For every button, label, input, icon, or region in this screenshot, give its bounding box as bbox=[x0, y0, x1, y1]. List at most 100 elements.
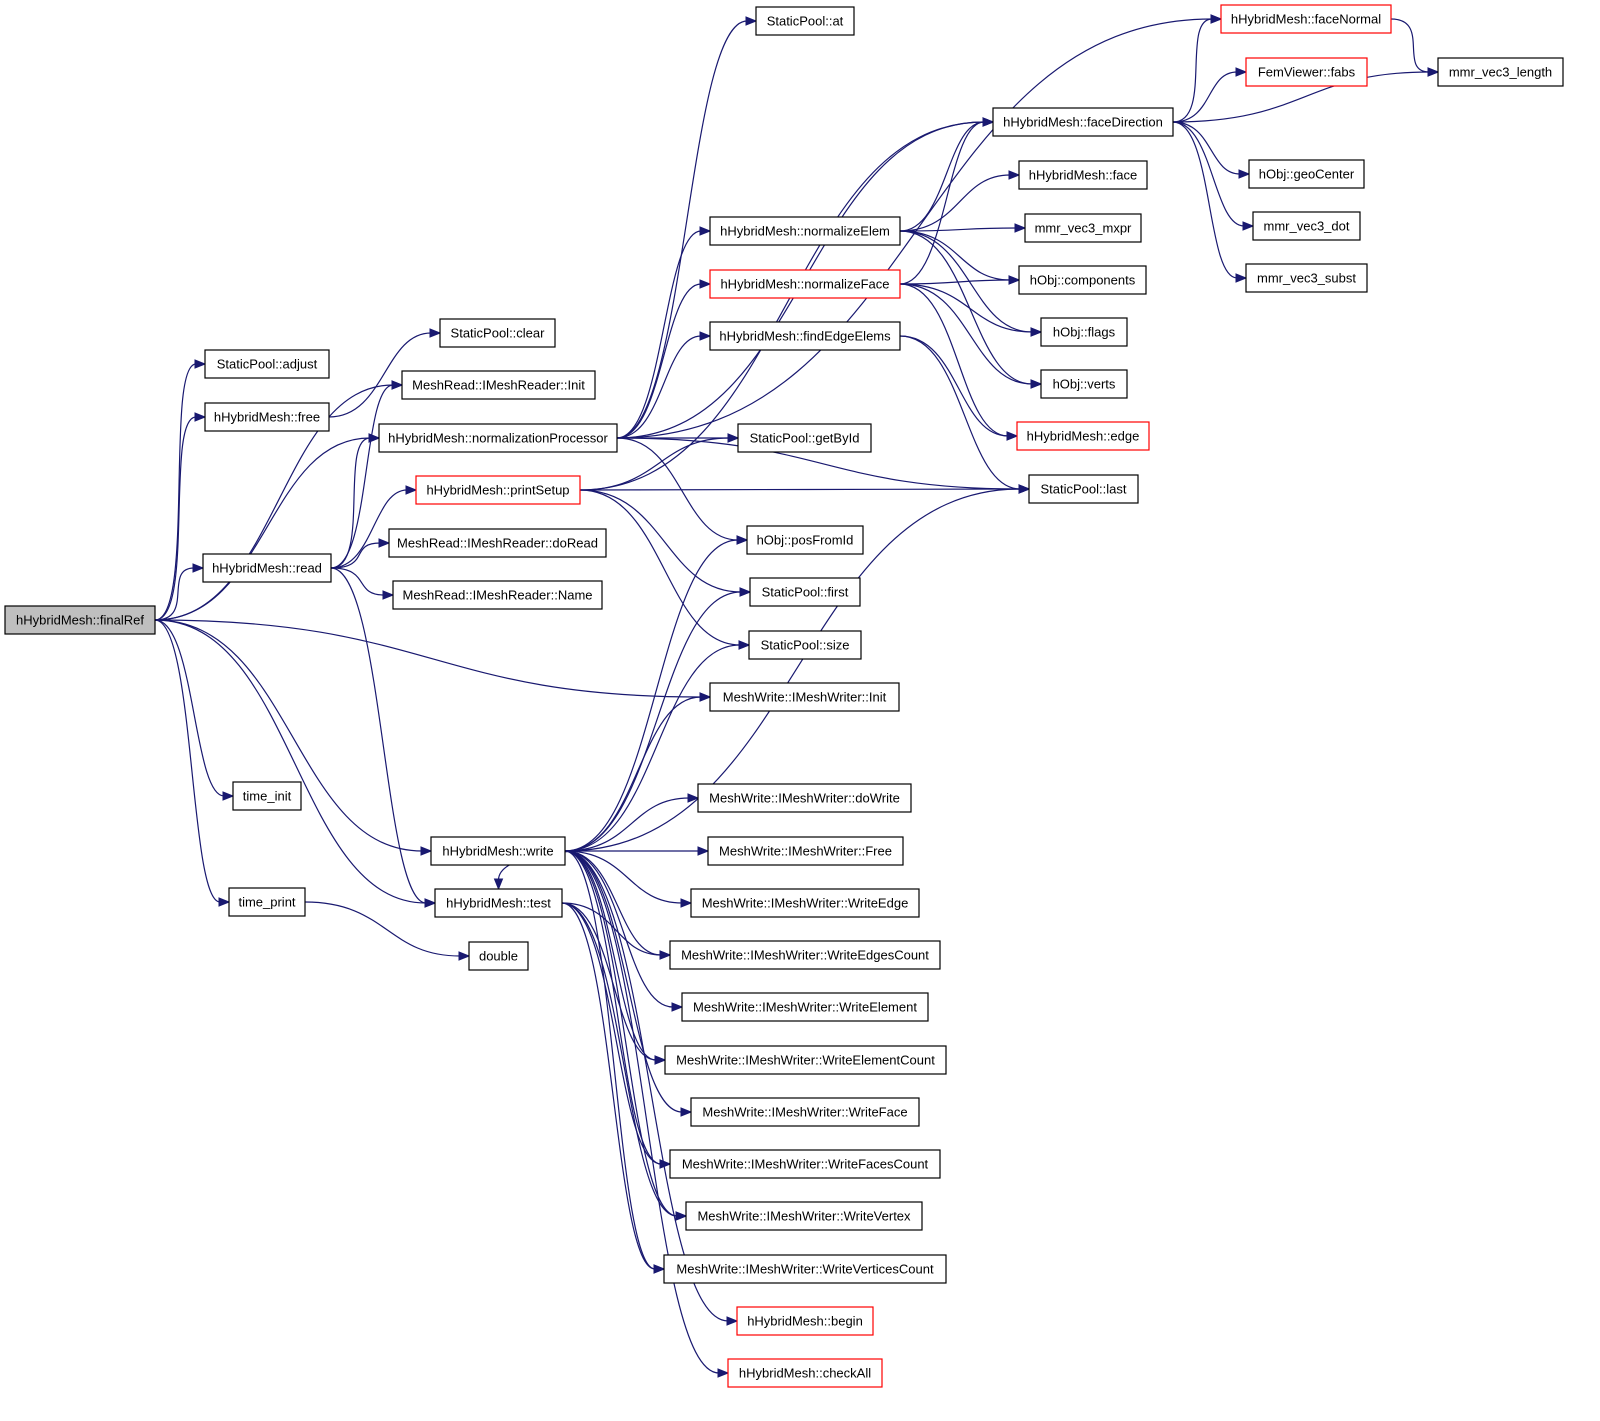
node-readerInit[interactable]: MeshRead::IMeshReader::Init bbox=[401, 370, 596, 400]
arrowhead bbox=[699, 226, 712, 236]
edge-findEdgeElems-to-last bbox=[899, 335, 1031, 494]
node-fabs[interactable]: FemViewer::fabs bbox=[1245, 57, 1368, 87]
node-faceNormal[interactable]: hHybridMesh::faceNormal bbox=[1220, 4, 1392, 34]
node-components[interactable]: hObj::components bbox=[1018, 265, 1147, 295]
edge-findEdgeElems-to-edge bbox=[899, 335, 1019, 441]
node-box bbox=[669, 940, 941, 970]
edge-line bbox=[304, 901, 461, 957]
node-adjust[interactable]: StaticPool::adjust bbox=[204, 349, 330, 379]
node-writeElementCount[interactable]: MeshWrite::IMeshWriter::WriteElementCoun… bbox=[664, 1045, 947, 1075]
node-writerInit[interactable]: MeshWrite::IMeshWriter::Init bbox=[709, 682, 900, 712]
node-label: MeshWrite::IMeshWriter::WriteVerticesCou… bbox=[676, 1262, 934, 1277]
node-mxpr[interactable]: mmr_vec3_mxpr bbox=[1024, 213, 1142, 243]
edge-read-to-readerName bbox=[330, 567, 395, 600]
node-label: hObj::geoCenter bbox=[1259, 167, 1355, 182]
node-label: double bbox=[479, 949, 518, 964]
edge-line bbox=[561, 902, 662, 956]
node-writeFacesCount[interactable]: MeshWrite::IMeshWriter::WriteFacesCount bbox=[669, 1149, 941, 1179]
edge-printSetup-to-last bbox=[579, 484, 1031, 494]
node-at[interactable]: StaticPool::at bbox=[755, 6, 855, 36]
node-box bbox=[663, 1254, 947, 1284]
edge-line bbox=[616, 230, 702, 439]
node-writeEdge[interactable]: MeshWrite::IMeshWriter::WriteEdge bbox=[690, 888, 920, 918]
node-box bbox=[709, 216, 901, 246]
node-writerFree[interactable]: MeshWrite::IMeshWriter::Free bbox=[707, 836, 904, 866]
node-begin[interactable]: hHybridMesh::begin bbox=[736, 1306, 874, 1336]
arrowhead bbox=[687, 793, 700, 803]
node-normElem[interactable]: hHybridMesh::normalizeElem bbox=[709, 216, 901, 246]
node-writeVertex[interactable]: MeshWrite::IMeshWriter::WriteVertex bbox=[685, 1201, 923, 1231]
edge-finalRef-to-free bbox=[154, 412, 207, 621]
arrowhead bbox=[697, 846, 710, 856]
node-test[interactable]: hHybridMesh::test bbox=[434, 888, 563, 918]
node-box bbox=[709, 682, 900, 712]
node-label: hHybridMesh::findEdgeElems bbox=[719, 329, 891, 344]
edge-test-to-writeVertex bbox=[561, 902, 688, 1221]
node-label: hHybridMesh::normalizeElem bbox=[720, 224, 890, 239]
node-writeVerticesCount[interactable]: MeshWrite::IMeshWriter::WriteVerticesCou… bbox=[663, 1254, 947, 1284]
node-box bbox=[681, 992, 929, 1022]
node-checkAll[interactable]: hHybridMesh::checkAll bbox=[727, 1358, 883, 1388]
node-posFromId[interactable]: hObj::posFromId bbox=[746, 525, 864, 555]
node-normFace[interactable]: hHybridMesh::normalizeFace bbox=[709, 269, 901, 299]
edge-line bbox=[616, 437, 739, 541]
node-printSetup[interactable]: hHybridMesh::printSetup bbox=[415, 475, 581, 505]
arrowhead bbox=[222, 791, 235, 801]
node-writeElement[interactable]: MeshWrite::IMeshWriter::WriteElement bbox=[681, 992, 929, 1022]
node-flags[interactable]: hObj::flags bbox=[1040, 317, 1128, 347]
arrowhead bbox=[1235, 273, 1248, 283]
node-writeFace[interactable]: MeshWrite::IMeshWriter::WriteFace bbox=[690, 1097, 920, 1127]
edge-line bbox=[564, 850, 729, 1322]
node-geoCenter[interactable]: hObj::geoCenter bbox=[1248, 159, 1365, 189]
edge-faceDirection-to-geoCenter bbox=[1172, 121, 1251, 179]
node-double[interactable]: double bbox=[468, 941, 529, 971]
node-write[interactable]: hHybridMesh::write bbox=[430, 836, 566, 866]
edge-line bbox=[561, 902, 657, 1061]
node-faceDirection[interactable]: hHybridMesh::faceDirection bbox=[992, 107, 1174, 137]
arrowhead bbox=[1238, 169, 1251, 179]
edge-line bbox=[1172, 71, 1430, 123]
node-getById[interactable]: StaticPool::getById bbox=[737, 423, 872, 453]
node-size[interactable]: StaticPool::size bbox=[748, 630, 862, 660]
node-face[interactable]: hHybridMesh::face bbox=[1018, 160, 1148, 190]
nodes-layer: hHybridMesh::finalRefStaticPool::adjusth… bbox=[4, 4, 1564, 1388]
node-box bbox=[992, 107, 1174, 137]
edge-write-to-writeFace bbox=[564, 850, 693, 1117]
node-writeEdgesCount[interactable]: MeshWrite::IMeshWriter::WriteEdgesCount bbox=[669, 940, 941, 970]
edge-line bbox=[1172, 18, 1213, 123]
node-length[interactable]: mmr_vec3_length bbox=[1437, 57, 1564, 87]
node-edge[interactable]: hHybridMesh::edge bbox=[1016, 421, 1150, 451]
node-doRead[interactable]: MeshRead::IMeshReader::doRead bbox=[388, 528, 607, 558]
node-label: mmr_vec3_mxpr bbox=[1035, 221, 1132, 236]
arrowhead bbox=[680, 898, 693, 908]
edge-line bbox=[899, 121, 985, 232]
node-normProc[interactable]: hHybridMesh::normalizationProcessor bbox=[378, 423, 618, 453]
node-label: MeshWrite::IMeshWriter::WriteElement bbox=[693, 1000, 917, 1015]
node-first[interactable]: StaticPool::first bbox=[749, 577, 861, 607]
arrowhead bbox=[1235, 67, 1248, 77]
node-read[interactable]: hHybridMesh::read bbox=[202, 553, 332, 583]
arrowhead bbox=[1018, 484, 1031, 494]
node-readerName[interactable]: MeshRead::IMeshReader::Name bbox=[392, 580, 603, 610]
node-label: hObj::verts bbox=[1053, 377, 1116, 392]
edge-line bbox=[1172, 121, 1238, 279]
arrowhead bbox=[1242, 221, 1255, 231]
node-finalRef[interactable]: hHybridMesh::finalRef bbox=[4, 605, 156, 635]
node-verts[interactable]: hObj::verts bbox=[1040, 369, 1128, 399]
node-clear[interactable]: StaticPool::clear bbox=[439, 318, 556, 348]
node-timeInit[interactable]: time_init bbox=[232, 781, 302, 811]
node-subst[interactable]: mmr_vec3_subst bbox=[1245, 263, 1368, 293]
node-doWrite[interactable]: MeshWrite::IMeshWriter::doWrite bbox=[697, 783, 912, 813]
edge-line bbox=[564, 644, 741, 852]
node-last[interactable]: StaticPool::last bbox=[1028, 474, 1139, 504]
arrowhead bbox=[368, 433, 381, 443]
node-box bbox=[1245, 57, 1368, 87]
node-findEdgeElems[interactable]: hHybridMesh::findEdgeElems bbox=[709, 321, 901, 351]
node-box bbox=[737, 423, 872, 453]
node-free[interactable]: hHybridMesh::free bbox=[204, 402, 330, 432]
node-label: MeshRead::IMeshReader::Init bbox=[412, 378, 585, 393]
node-timePrint[interactable]: time_print bbox=[228, 887, 306, 917]
edge-finalRef-to-test bbox=[154, 619, 437, 908]
node-dot[interactable]: mmr_vec3_dot bbox=[1252, 211, 1361, 241]
node-box bbox=[1040, 317, 1128, 347]
